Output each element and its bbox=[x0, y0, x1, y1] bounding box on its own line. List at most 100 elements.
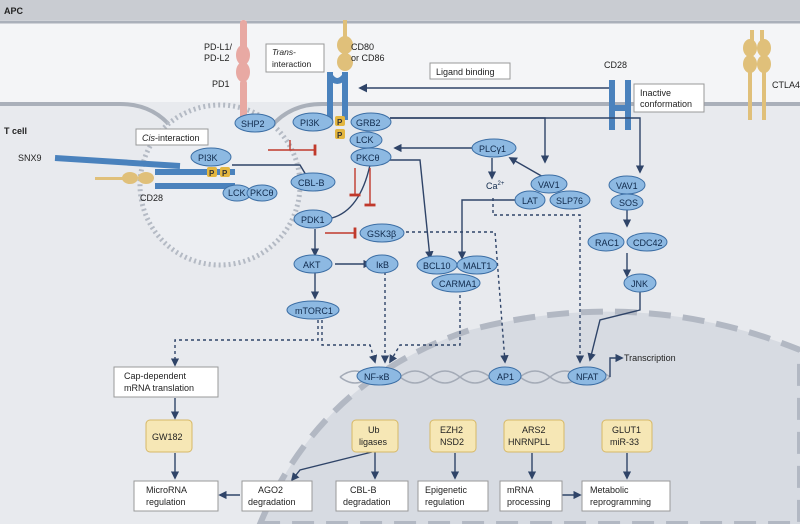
gw182-box bbox=[145, 419, 193, 453]
dashed-edges bbox=[170, 198, 585, 367]
metabolic-label-2: reprogramming bbox=[590, 497, 651, 507]
vav1-right-label: VAV1 bbox=[616, 181, 638, 191]
trans-interaction-label: Trans- bbox=[272, 47, 296, 57]
pkc-left-node: PKCθ bbox=[246, 184, 278, 202]
tcell-label: T cell bbox=[4, 126, 27, 136]
ligases-label: ligases bbox=[359, 437, 388, 447]
jnk-label: JNK bbox=[631, 279, 648, 289]
rac1-node: RAC1 bbox=[587, 232, 625, 252]
bcl10-node: BCL10 bbox=[416, 255, 458, 275]
carma1-label: CARMA1 bbox=[439, 279, 477, 289]
mir33-label: miR-33 bbox=[610, 437, 639, 447]
cap-dependent-label: Cap-dependent bbox=[124, 371, 187, 381]
cd28-left-ligand bbox=[95, 172, 154, 184]
inhibition-edges bbox=[268, 140, 376, 239]
cdc42-node: CDC42 bbox=[626, 232, 668, 252]
gsk3b-node: GSK3β bbox=[359, 223, 405, 243]
cblb-degradation-box bbox=[335, 480, 409, 512]
snx9-bar bbox=[54, 155, 181, 169]
transcription-label: Transcription bbox=[624, 353, 676, 363]
nsd2-label: NSD2 bbox=[440, 437, 464, 447]
lck-left-label: LCK bbox=[228, 188, 246, 198]
grb2-label: GRB2 bbox=[356, 118, 381, 128]
jnk-node: JNK bbox=[623, 273, 657, 293]
pkc-top-node: PKCθ bbox=[350, 147, 392, 167]
slp76-node: SLP76 bbox=[549, 190, 591, 210]
ctla4-label: CTLA4 bbox=[772, 80, 800, 90]
plcg1-node: PLCγ1 bbox=[471, 138, 517, 158]
mrna-label: mRNA bbox=[507, 485, 534, 495]
epigenetic-label: Epigenetic bbox=[425, 485, 468, 495]
pi3k-left-node: PI3K bbox=[190, 147, 232, 167]
pkc-left-label: PKCθ bbox=[250, 188, 274, 198]
pkc-top-label: PKCθ bbox=[356, 153, 380, 163]
apc-label: APC bbox=[4, 6, 24, 16]
pdl2-label: PD-L2 bbox=[204, 53, 230, 63]
cd80-ligand bbox=[337, 20, 353, 71]
hnrnpll-label: HNRNPLL bbox=[508, 437, 550, 447]
lck-top-node: LCK bbox=[349, 131, 383, 149]
microrna-label: MicroRNA bbox=[146, 485, 187, 495]
ago2-box bbox=[241, 480, 313, 512]
sos-node: SOS bbox=[610, 193, 644, 211]
glut1-box bbox=[601, 419, 653, 453]
mtorc1-label: mTORC1 bbox=[295, 306, 333, 316]
malt1-label: MALT1 bbox=[463, 261, 491, 271]
pdk1-label: PDK1 bbox=[301, 215, 325, 225]
ub-ligases-box bbox=[351, 419, 399, 453]
grb2-node: GRB2 bbox=[350, 112, 392, 132]
ago2-label: AGO2 bbox=[258, 485, 283, 495]
cap-dependent-box bbox=[113, 366, 219, 398]
cd28-right-label: CD28 bbox=[604, 60, 627, 70]
sos-label: SOS bbox=[619, 198, 638, 208]
pdk1-node: PDK1 bbox=[293, 209, 333, 229]
vav1-mid-label: VAV1 bbox=[538, 180, 560, 190]
cis-interaction-label: Cis-interaction bbox=[142, 133, 200, 143]
cd28-inactive-receptor bbox=[609, 80, 631, 130]
cis-interaction-box bbox=[135, 128, 209, 146]
phospho-badge bbox=[335, 129, 345, 139]
pi3k-left-label: PI3K bbox=[198, 153, 218, 163]
cdc42-label: CDC42 bbox=[633, 238, 663, 248]
cap-dependent-label-2: mRNA translation bbox=[124, 383, 194, 393]
ligand-binding-box bbox=[429, 62, 511, 80]
apc-region bbox=[0, 0, 800, 20]
ezh2-box bbox=[429, 419, 477, 453]
pi3k-top-node: PI3K bbox=[292, 112, 334, 132]
vav1-right-node: VAV1 bbox=[608, 175, 646, 195]
mtorc1-node: mTORC1 bbox=[286, 300, 340, 320]
ikb-node: IκB bbox=[365, 254, 399, 274]
cblb-label: CBL-B bbox=[298, 178, 325, 188]
rac1-label: RAC1 bbox=[595, 238, 619, 248]
lck-top-label: LCK bbox=[356, 135, 374, 145]
pdl1-receptor bbox=[236, 20, 250, 65]
pd1-label: PD1 bbox=[212, 79, 230, 89]
gw182-label: GW182 bbox=[152, 432, 183, 442]
nfat-node: NFAT bbox=[567, 366, 607, 386]
cblb-node: CBL-B bbox=[290, 172, 336, 192]
inactive-label-2: conformation bbox=[640, 99, 692, 109]
ezh2-label: EZH2 bbox=[440, 425, 463, 435]
phospho-label: P bbox=[337, 131, 343, 140]
inactive-conformation-box bbox=[633, 83, 705, 113]
snx9-label: SNX9 bbox=[18, 153, 42, 163]
ap1-node: AP1 bbox=[488, 366, 522, 386]
ikb-label: IκB bbox=[376, 260, 389, 270]
nfkb-label: NF-κB bbox=[364, 372, 390, 382]
nfat-label: NFAT bbox=[576, 372, 599, 382]
transcription-arrow bbox=[609, 353, 624, 377]
cd28-left-label: CD28 bbox=[140, 193, 163, 203]
ars2-label: ARS2 bbox=[522, 425, 546, 435]
trans-interaction-box bbox=[265, 43, 325, 73]
lat-node: LAT bbox=[514, 190, 546, 210]
pdl1-label: PD-L1/ bbox=[204, 42, 233, 52]
phospho-badge bbox=[220, 167, 230, 177]
calcium-label: Ca2+ bbox=[486, 181, 505, 191]
carma1-node: CARMA1 bbox=[431, 273, 481, 293]
nfkb-node: NF-κB bbox=[356, 366, 402, 386]
ub-label: Ub bbox=[368, 425, 380, 435]
phospho-label: P bbox=[337, 118, 343, 127]
cblb-deg-label: CBL-B bbox=[350, 485, 377, 495]
pd1-receptor bbox=[236, 62, 250, 120]
